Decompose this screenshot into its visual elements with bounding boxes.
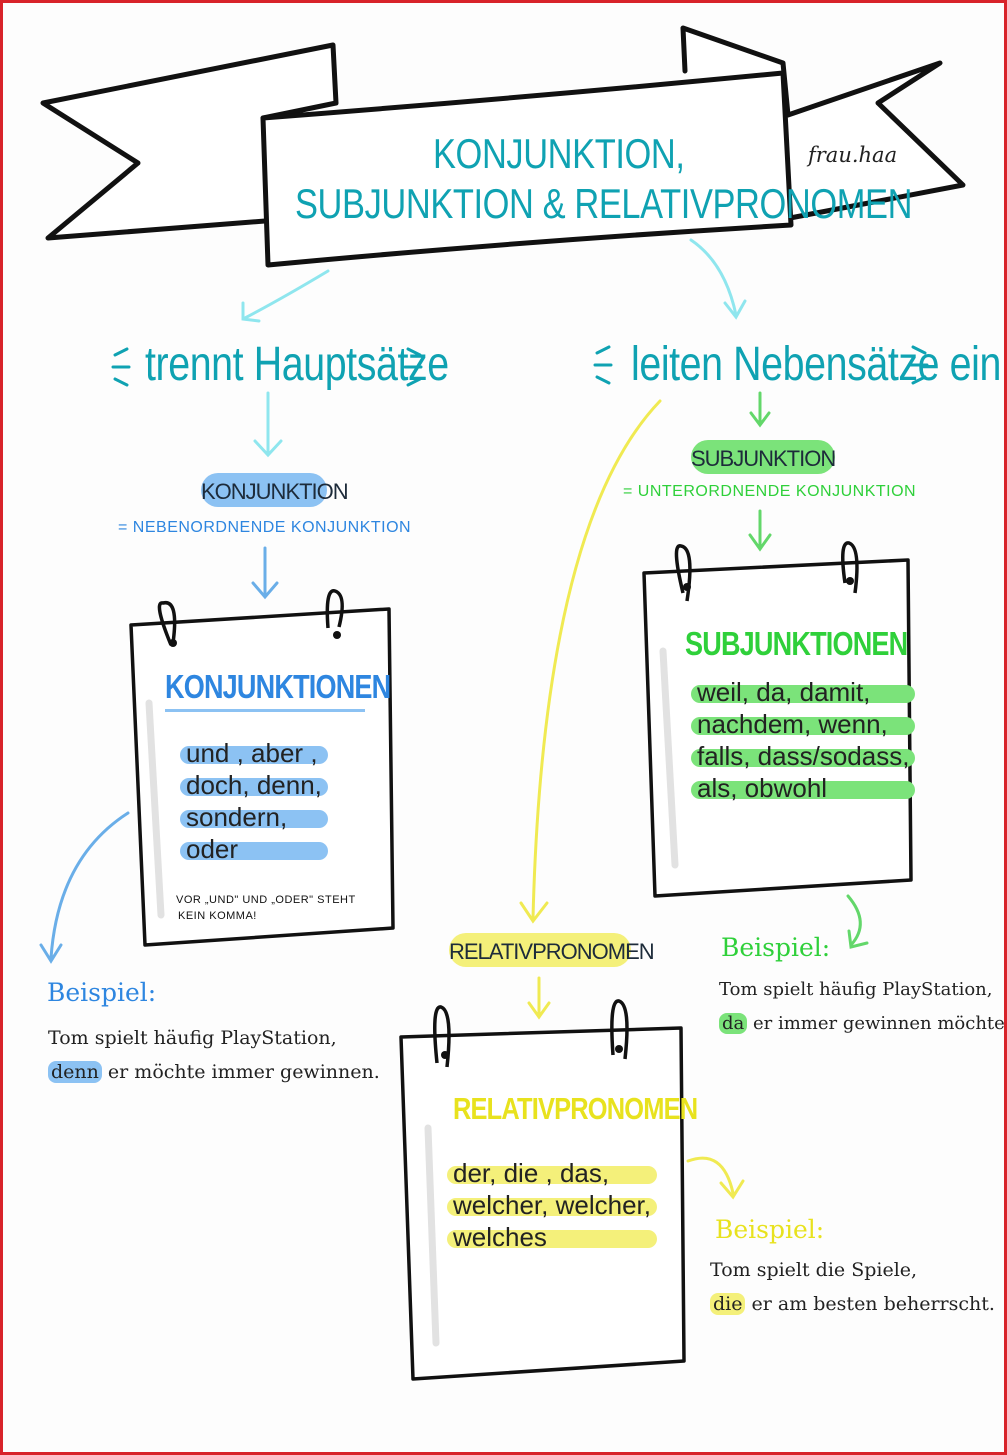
arrow-to-example-left: [41, 813, 128, 961]
card-title-underline: [165, 709, 365, 712]
example-label-middle: Beispiel:: [715, 1215, 824, 1244]
note-komma-line2: KEIN KOMMA!: [178, 911, 257, 922]
example-text-left: Tom spielt häufig PlayStation, denn er m…: [48, 1021, 380, 1089]
banner-title-line1: KONJUNKTION,: [433, 133, 684, 175]
arrow-to-example-middle: [688, 1158, 743, 1197]
example-text-middle: Tom spielt die Spiele, die er am besten …: [710, 1253, 995, 1321]
list-item: weil, da, damit,: [697, 676, 909, 708]
example-label-right: Beispiel:: [721, 933, 830, 962]
heading-trennt-hauptsaetze: trennt Hauptsätze: [145, 341, 449, 389]
list-item: nachdem, wenn,: [697, 708, 909, 740]
card-title-konjunktionen: KONJUNKTIONEN: [165, 668, 390, 706]
list-item: welches: [453, 1221, 651, 1253]
arrow-left-from-banner: [245, 271, 328, 318]
list-item: und , aber ,: [186, 737, 322, 769]
card-title-subjunktionen: SUBJUNKTIONEN: [685, 625, 907, 663]
list-item: welcher, welcher,: [453, 1189, 651, 1221]
list-item: oder: [186, 833, 322, 865]
example-text-right: Tom spielt häufig PlayStation, da er imm…: [719, 973, 1007, 1041]
author-signature: frau.haa: [808, 145, 897, 166]
label-relativpronomen: RELATIVPRONOMEN: [449, 933, 631, 967]
subjunktionen-list: weil, da, damit, nachdem, wenn, falls, d…: [697, 676, 909, 804]
example-line: denn er möchte immer gewinnen.: [48, 1055, 380, 1089]
arrow-down-left: [255, 393, 281, 455]
banner-title-line2: SUBJUNKTION & RELATIVPRONOMEN: [295, 183, 912, 225]
list-item: falls, dass/sodass,: [697, 740, 909, 772]
example-line: die er am besten beherrscht.: [710, 1287, 995, 1321]
definition-subjunktion: = UNTERORDNENDE KONJUNKTION: [623, 484, 916, 500]
arrow-down-right: [751, 393, 769, 425]
arrow-to-example-right: [848, 896, 867, 947]
label-subjunktion: SUBJUNKTION: [691, 440, 835, 474]
list-item: sondern,: [186, 801, 322, 833]
list-item: doch, denn,: [186, 769, 322, 801]
example-line: da er immer gewinnen möchte.: [719, 1007, 1007, 1041]
example-line: Tom spielt die Spiele,: [710, 1253, 995, 1287]
konjunktionen-list: und , aber , doch, denn, sondern, oder: [186, 737, 322, 865]
example-line: Tom spielt häufig PlayStation,: [719, 973, 1007, 1007]
list-item: der, die , das,: [453, 1157, 651, 1189]
label-konjunktion: KONJUNKTION: [201, 473, 327, 507]
note-komma-line1: VOR „UND" UND „ODER" STEHT: [176, 895, 356, 906]
example-line: Tom spielt häufig PlayStation,: [48, 1021, 380, 1055]
list-item: als, obwohl: [697, 772, 909, 804]
heading-leiten-nebensaetze: leiten Nebensätze ein: [631, 341, 1001, 389]
arrow-right-from-banner: [691, 240, 736, 315]
definition-konjunktion: = NEBENORDNENDE KONJUNKTION: [118, 520, 411, 536]
arrow-to-relativpronomen: [521, 401, 660, 921]
relativpronomen-list: der, die , das, welcher, welcher, welche…: [453, 1157, 651, 1253]
card-title-relativpronomen: RELATIVPRONOMEN: [453, 1091, 697, 1127]
example-label-left: Beispiel:: [47, 978, 156, 1007]
